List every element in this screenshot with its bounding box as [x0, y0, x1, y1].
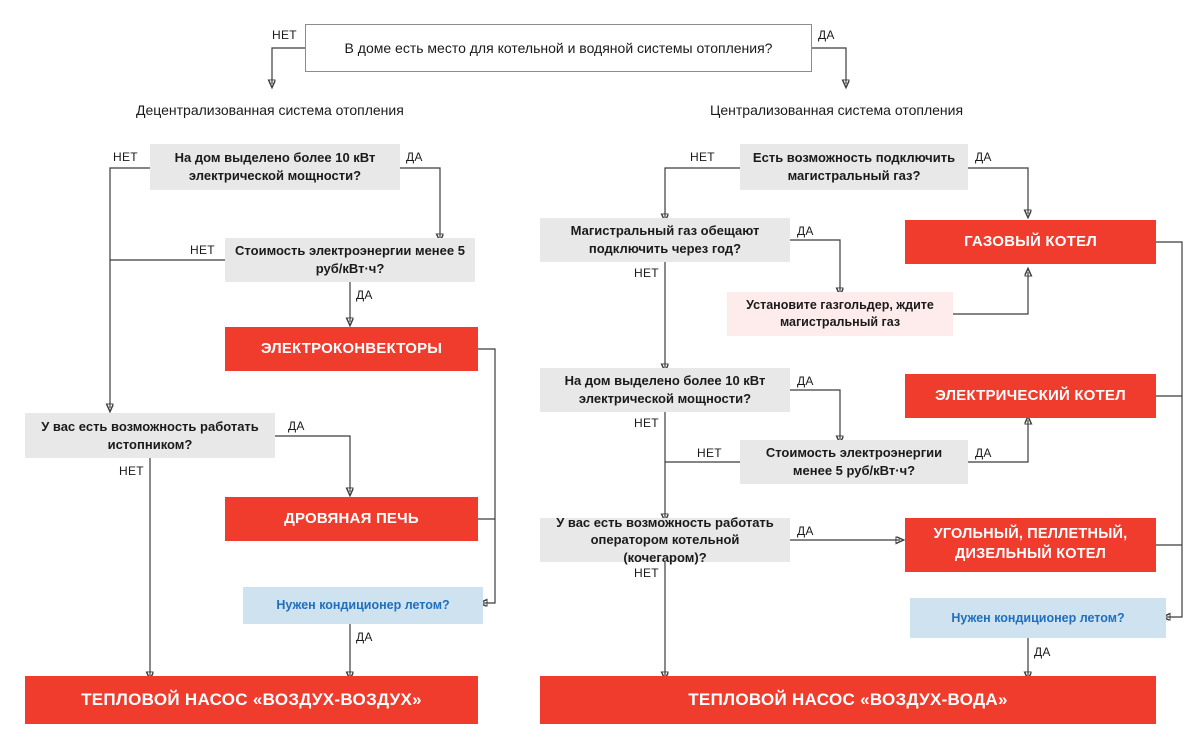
right-question-gas: Есть возможность подключить магистральны…: [740, 144, 968, 190]
right-question-price: Стоимость электроэнергии менее 5 руб/кВт…: [740, 440, 968, 484]
right-question-boiler-operator-text: У вас есть возможность работать оператор…: [556, 514, 774, 565]
edge-label-right-power-no: НЕТ: [634, 416, 659, 430]
right-question-price-text: Стоимость электроэнергии менее 5 руб/кВт…: [765, 445, 943, 478]
right-question-boiler-operator: У вас есть возможность работать оператор…: [540, 515, 790, 565]
edge-label-right-price-no: НЕТ: [697, 446, 722, 460]
right-result-gas-boiler: ГАЗОВЫЙ КОТЕЛ: [905, 220, 1156, 264]
right-column-header: Централизованная система отопления: [710, 102, 964, 118]
right-note-install-gasholder: Установите газгольдер, ждите магистральн…: [727, 292, 953, 336]
left-result-wood-stove-text: ДРОВЯНАЯ ПЕЧЬ: [284, 509, 419, 527]
right-result-heat-pump-air-water-text: ТЕПЛОВОЙ НАСОС «ВОЗДУХ-ВОДА»: [688, 689, 1008, 709]
edge-label-right-year-no: НЕТ: [634, 266, 659, 280]
right-result-heat-pump-air-water: ТЕПЛОВОЙ НАСОС «ВОЗДУХ-ВОДА»: [540, 676, 1156, 724]
left-result-electric-convectors-text: ЭЛЕКТРОКОНВЕКТОРЫ: [260, 339, 443, 357]
right-result-gas-boiler-text: ГАЗОВЫЙ КОТЕЛ: [964, 232, 1097, 250]
right-question-air-conditioner-text: Нужен кондиционер летом?: [951, 610, 1125, 625]
right-question-power: На дом выделено более 10 кВт электрическ…: [540, 368, 790, 412]
edge-label-right-price-yes: ДА: [975, 446, 992, 460]
left-result-wood-stove: ДРОВЯНАЯ ПЕЧЬ: [225, 497, 478, 541]
left-result-heat-pump-air-air: ТЕПЛОВОЙ НАСОС «ВОЗДУХ-ВОЗДУХ»: [25, 676, 478, 724]
left-question-power: На дом выделено более 10 кВт электрическ…: [150, 144, 400, 190]
left-question-price-text: Стоимость электроэнергии менее 5 руб/кВт…: [235, 243, 465, 276]
left-result-heat-pump-air-air-text: ТЕПЛОВОЙ НАСОС «ВОЗДУХ-ВОЗДУХ»: [81, 689, 422, 709]
right-note-install-gasholder-text: Установите газгольдер, ждите магистральн…: [746, 298, 934, 329]
left-result-electric-convectors: ЭЛЕКТРОКОНВЕКТОРЫ: [225, 327, 478, 371]
edge-label-right-power-yes: ДА: [797, 374, 814, 388]
left-question-stoker: У вас есть возможность работать истопник…: [25, 413, 275, 458]
right-question-gas-text: Есть возможность подключить магистральны…: [752, 150, 956, 183]
edge-label-left-ac-yes: ДА: [356, 630, 373, 644]
edge-label-right-gas-no: НЕТ: [690, 150, 715, 164]
right-result-solid-fuel-boiler-text: УГОЛЬНЫЙ, ПЕЛЛЕТНЫЙ, ДИЗЕЛЬНЫЙ КОТЕЛ: [933, 526, 1128, 562]
edge-label-left-power-yes: ДА: [406, 150, 423, 164]
left-question-air-conditioner-text: Нужен кондиционер летом?: [276, 598, 450, 613]
left-question-stoker-text: У вас есть возможность работать истопник…: [41, 418, 259, 452]
edge-label-left-stoker-yes: ДА: [288, 419, 305, 433]
right-result-solid-fuel-boiler: УГОЛЬНЫЙ, ПЕЛЛЕТНЫЙ, ДИЗЕЛЬНЫЙ КОТЕЛ: [905, 518, 1156, 572]
root-question-text: В доме есть место для котельной и водяно…: [344, 39, 773, 56]
edge-label-left-price-yes: ДА: [356, 288, 373, 302]
edge-label-right-operator-no: НЕТ: [634, 566, 659, 580]
right-question-gas-next-year: Магистральный газ обещают подключить чер…: [540, 218, 790, 262]
edge-label-root-no: НЕТ: [272, 28, 297, 42]
edge-label-left-price-no: НЕТ: [190, 243, 215, 257]
right-question-gas-next-year-text: Магистральный газ обещают подключить чер…: [570, 223, 760, 256]
right-question-air-conditioner: Нужен кондиционер летом?: [910, 598, 1166, 638]
root-question-box: В доме есть место для котельной и водяно…: [305, 24, 812, 72]
edge-label-right-gas-yes: ДА: [975, 150, 992, 164]
edge-label-left-stoker-no: НЕТ: [119, 464, 144, 478]
edge-label-right-ac-yes: ДА: [1034, 645, 1051, 659]
right-question-power-text: На дом выделено более 10 кВт электрическ…: [564, 373, 766, 406]
left-column-header: Децентрализованная система отопления: [136, 102, 404, 118]
left-question-air-conditioner: Нужен кондиционер летом?: [243, 587, 483, 624]
right-result-electric-boiler: ЭЛЕКТРИЧЕСКИЙ КОТЕЛ: [905, 374, 1156, 418]
left-question-price: Стоимость электроэнергии менее 5 руб/кВт…: [225, 238, 475, 282]
left-question-power-text: На дом выделено более 10 кВт электрическ…: [174, 150, 376, 183]
edge-label-right-year-yes: ДА: [797, 224, 814, 238]
edge-label-right-operator-yes: ДА: [797, 524, 814, 538]
right-result-electric-boiler-text: ЭЛЕКТРИЧЕСКИЙ КОТЕЛ: [935, 386, 1126, 404]
edge-label-root-yes: ДА: [818, 28, 835, 42]
edge-label-left-power-no: НЕТ: [113, 150, 138, 164]
